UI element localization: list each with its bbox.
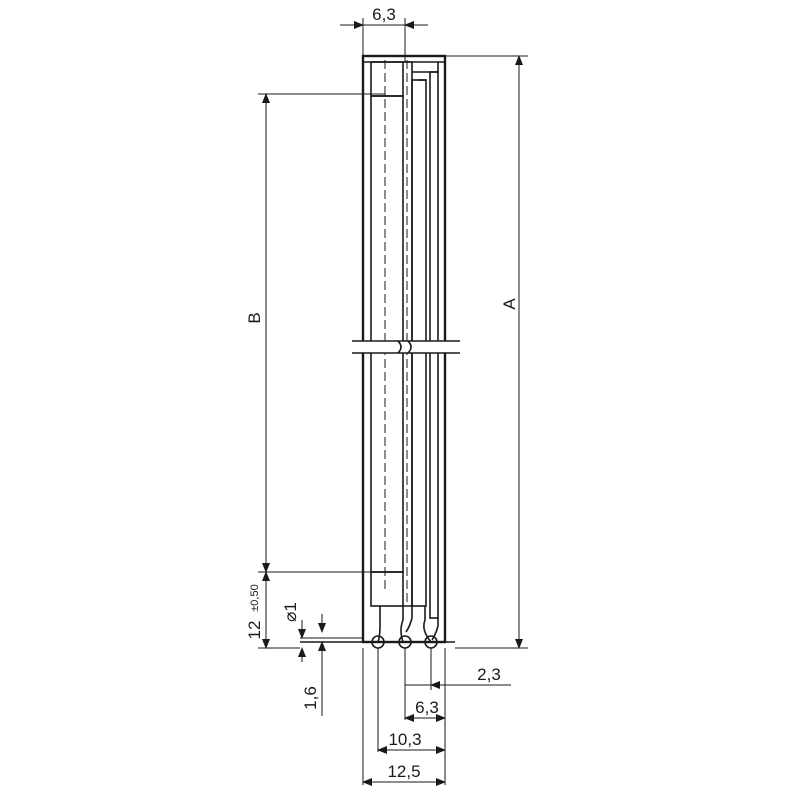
label-total-width: 12,5 xyxy=(387,762,420,781)
connector-body xyxy=(300,54,460,649)
dimension-top-width: 6,3 xyxy=(340,5,428,62)
label-height-b: B xyxy=(245,312,264,323)
dimension-height-a: A xyxy=(445,55,528,649)
label-span-10-3: 10,3 xyxy=(388,730,421,749)
label-pitch-6-3: 6,3 xyxy=(415,698,439,717)
label-pin-tolerance: ±0,50 xyxy=(249,584,261,611)
label-top-width: 6,3 xyxy=(372,5,396,24)
dimension-bottom-pitches: 2,3 6,3 10,3 12,5 xyxy=(362,648,511,786)
label-height-a: A xyxy=(500,298,519,310)
dimension-pin-offset: 1,6 xyxy=(301,614,326,716)
label-pin-diameter: ⌀1 xyxy=(281,602,300,622)
dimension-height-b: B xyxy=(245,93,385,573)
dimension-pin-diameter: ⌀1 xyxy=(281,602,306,662)
label-pin-offset: 1,6 xyxy=(301,686,320,710)
label-pitch-small: 2,3 xyxy=(477,665,501,684)
label-pin-length: 12 xyxy=(245,621,264,640)
dimension-pin-length: 12 ±0,50 xyxy=(245,571,300,649)
